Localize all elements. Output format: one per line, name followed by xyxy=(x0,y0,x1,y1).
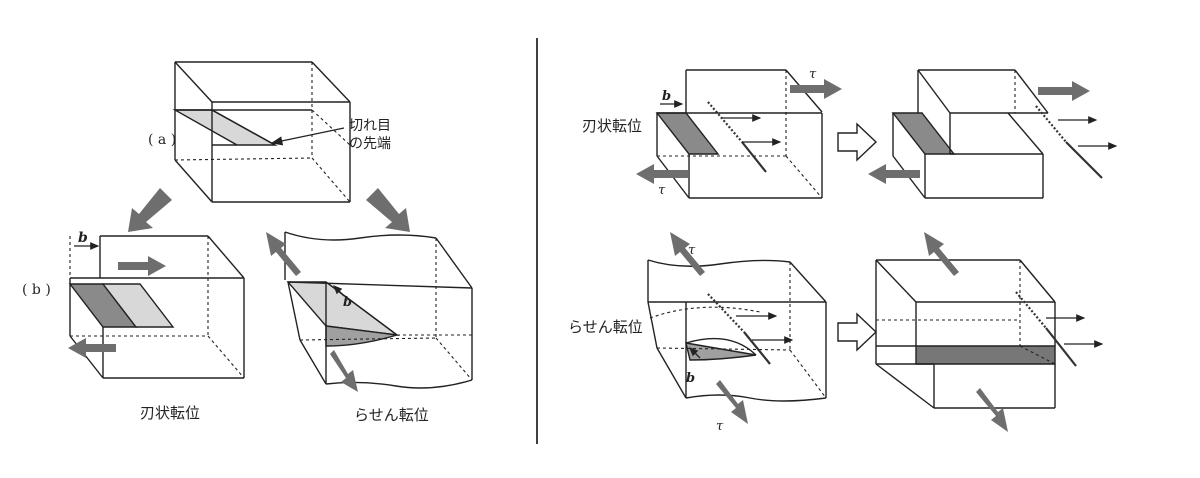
right-screw-label: らせん転位 xyxy=(568,318,643,336)
screw-slip-dark xyxy=(325,325,398,347)
screw-sheared-block xyxy=(875,232,1104,432)
cube-edge-b xyxy=(68,235,245,379)
label-b: ( b ) xyxy=(22,282,51,298)
caption-edge: 刃状転位 xyxy=(140,404,200,422)
arrow-to-screw-icon xyxy=(366,188,410,232)
label-a: ( a ) xyxy=(148,132,176,148)
right-tau-bottom: τ xyxy=(658,183,666,198)
callout-text-2: の先端 xyxy=(349,136,391,152)
right-b-edge: b xyxy=(662,89,671,104)
callout-leader xyxy=(270,127,345,146)
cube-screw-b xyxy=(266,231,473,392)
edge-initial-block xyxy=(636,69,842,199)
right-tau-top: τ xyxy=(809,67,817,82)
right-tau-screw-bottom: τ xyxy=(716,419,724,434)
cube-a xyxy=(172,61,351,203)
shear-arrow-left-icon xyxy=(68,338,116,358)
cut-plane xyxy=(172,109,278,146)
edge-sheared-block xyxy=(868,69,1118,199)
shear-arrow-up-icon xyxy=(266,232,301,276)
right-b-screw: b xyxy=(686,371,695,386)
edge-slip-light xyxy=(101,283,175,328)
progress-arrow-edge-icon xyxy=(837,122,878,162)
burgers-edge: b xyxy=(78,230,88,246)
right-edge-label: 刃状転位 xyxy=(582,117,642,135)
shear-arrow-down-icon xyxy=(330,350,358,392)
shear-arrow-right-icon xyxy=(118,256,166,276)
arrow-to-edge-icon xyxy=(128,188,172,232)
caption-screw: らせん転位 xyxy=(354,406,429,424)
burgers-screw: b xyxy=(343,295,352,310)
progress-arrow-screw-icon xyxy=(837,312,878,352)
callout-text-1: 切れ目 xyxy=(349,118,391,134)
right-tau-screw-top: τ xyxy=(688,243,696,258)
screw-initial-block xyxy=(647,232,827,424)
